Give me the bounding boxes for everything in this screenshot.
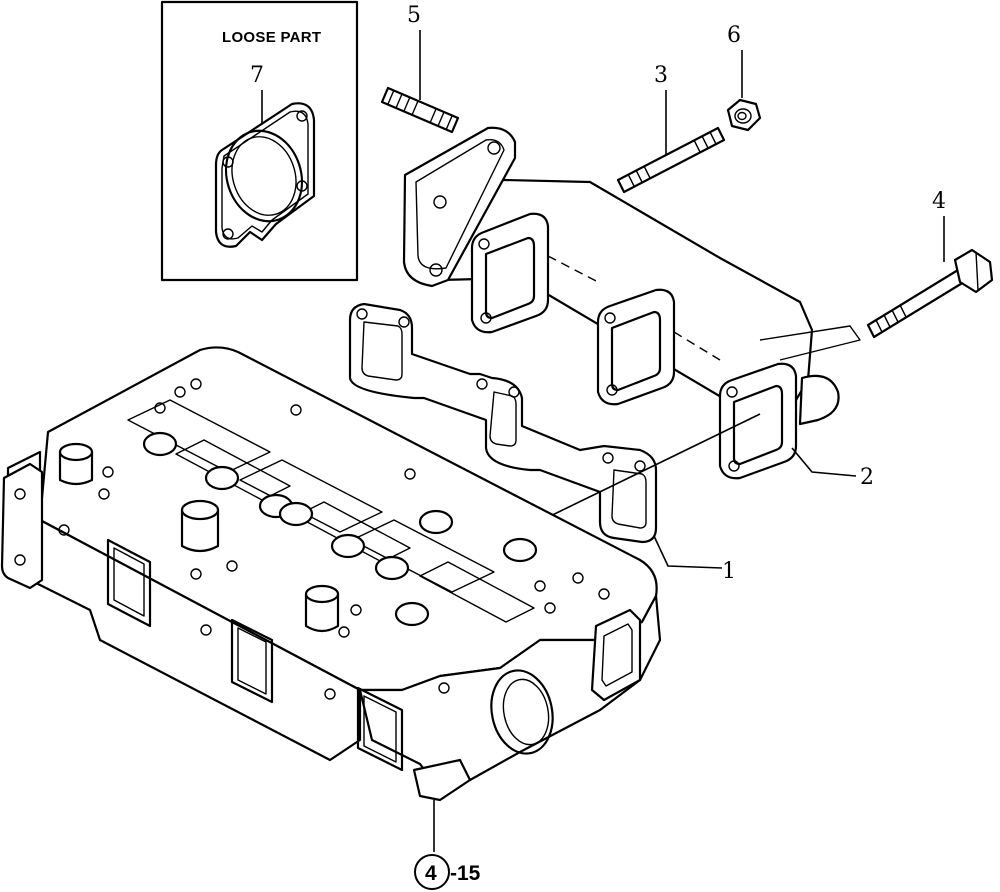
- reference-circled-number: 4: [425, 862, 437, 885]
- reference-suffix: -15: [450, 862, 481, 885]
- loose-part-label: LOOSE PART: [222, 29, 321, 46]
- loose-part-inset: LOOSE PART 7: [160, 0, 359, 282]
- nut-6: 6: [726, 23, 762, 132]
- reference-circle: [414, 854, 450, 890]
- callout-7: 7: [250, 63, 264, 88]
- callout-6: 6: [727, 23, 741, 48]
- gasket-7: [214, 102, 316, 248]
- exhaust-manifold-2: 2: [402, 126, 874, 490]
- callout-3: 3: [654, 63, 668, 88]
- reference-4-15: 4 -15: [414, 800, 481, 890]
- callout-4: 4: [932, 189, 946, 214]
- cylinder-head: [0, 346, 662, 802]
- stud-3: 3: [616, 63, 726, 194]
- callout-5: 5: [407, 3, 421, 28]
- stud-bolt-5: 5: [380, 3, 460, 134]
- callout-1: 1: [722, 559, 736, 584]
- bolt-4: 4: [866, 189, 994, 339]
- exhaust-gasket-1: 1: [348, 302, 761, 584]
- callout-2: 2: [860, 465, 874, 490]
